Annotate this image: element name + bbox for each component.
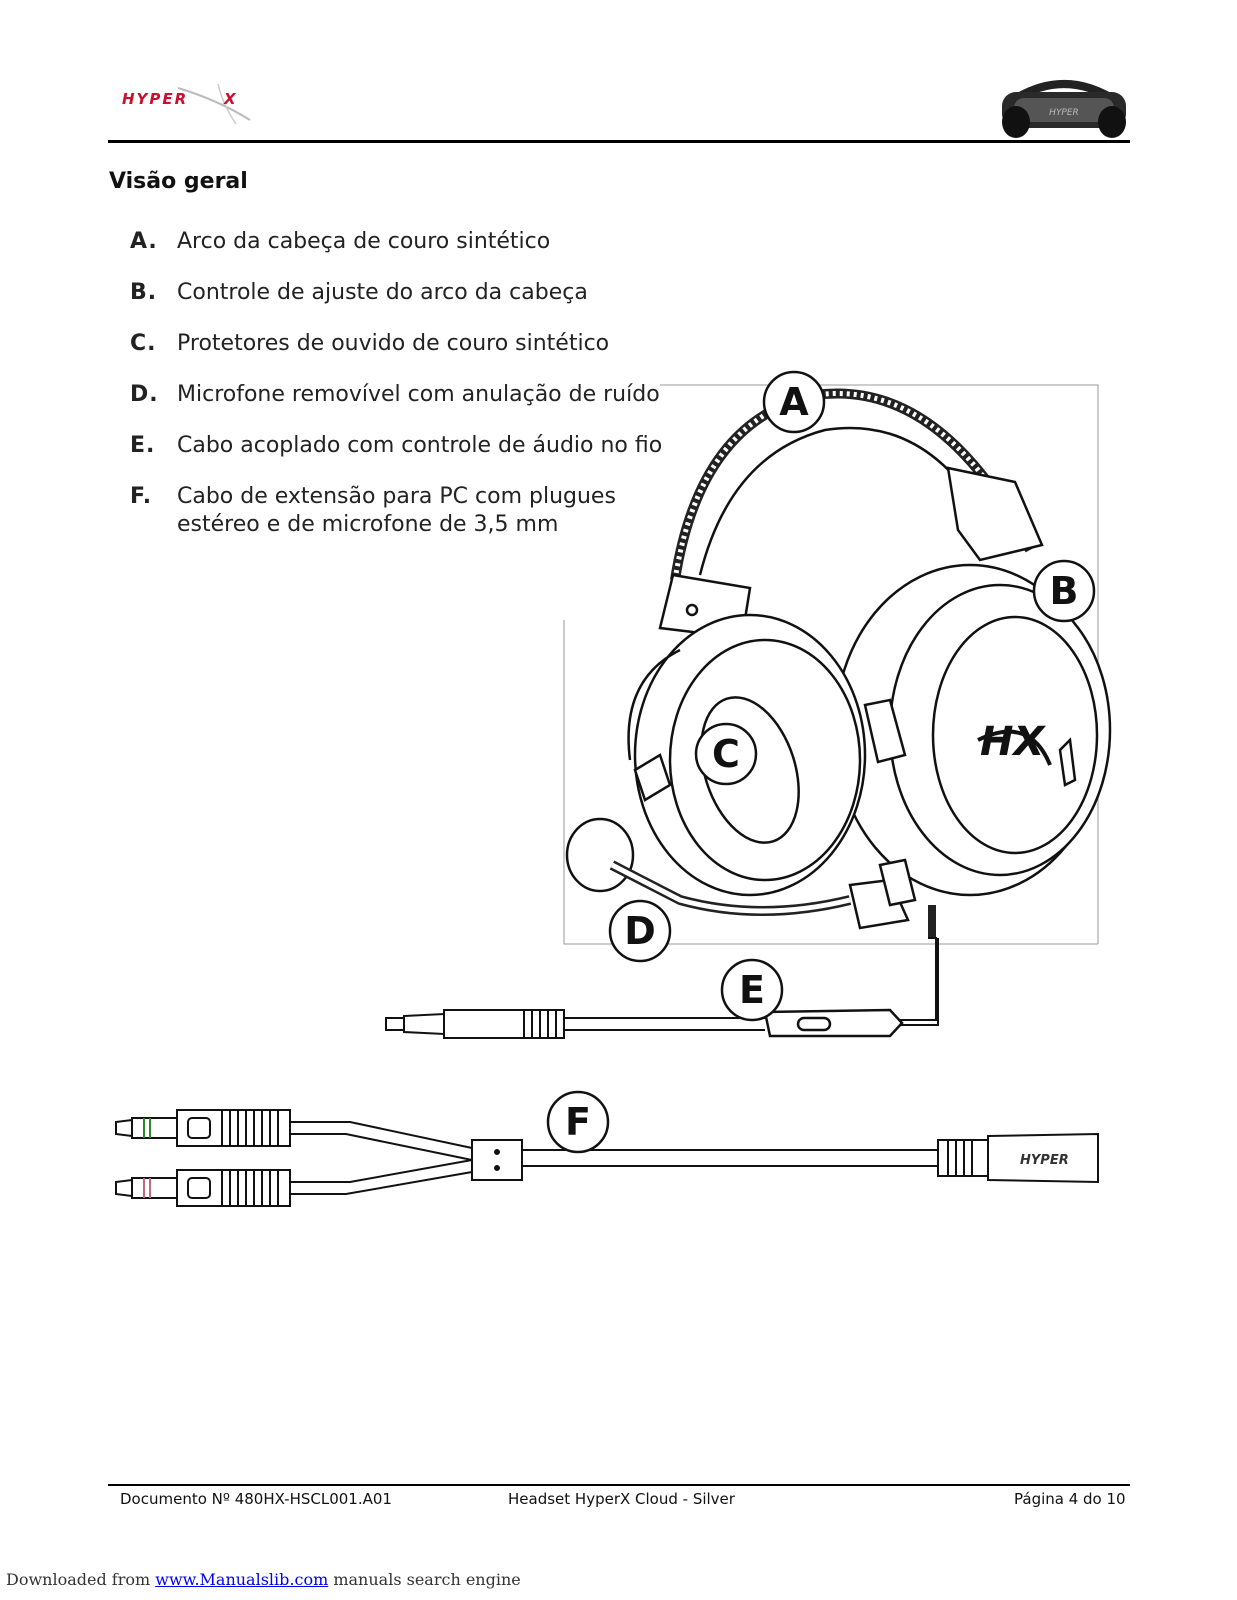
legend-text: Protetores de ouvido de couro sintético: [177, 331, 610, 356]
legend-letter: A.: [130, 229, 158, 254]
footer-page-number: Página 4 do 10: [1014, 1490, 1126, 1508]
section-title: Visão geral: [109, 169, 248, 194]
label-f-marker: F: [546, 1090, 610, 1154]
manualslib-link[interactable]: www.Manualslib.com: [155, 1570, 329, 1589]
footer-title: Headset HyperX Cloud - Silver: [508, 1490, 735, 1508]
legend-text: Cabo acoplado com controle de áudio no f…: [177, 433, 663, 458]
legend-letter: B.: [130, 280, 158, 305]
label-a-marker: A: [762, 370, 826, 434]
label-c-marker: C: [694, 722, 758, 786]
legend-letter: E.: [130, 433, 156, 458]
legend-letter: F.: [130, 484, 153, 509]
svg-text:HYPER: HYPER: [1049, 108, 1079, 118]
header-rule: [108, 140, 1130, 143]
headset-thumbnail: HYPER: [1002, 80, 1126, 138]
footer-rule: [108, 1484, 1130, 1486]
legend-text: Cabo de extensão para PC com plugues est…: [177, 484, 616, 537]
svg-text:HYPER: HYPER: [122, 90, 188, 108]
legend-text: Controle de ajuste do arco da cabeça: [177, 280, 588, 305]
legend-text: Arco da cabeça de couro sintético: [177, 229, 551, 254]
download-prefix: Downloaded from: [6, 1570, 156, 1589]
svg-text:X: X: [223, 90, 237, 108]
extension-cable-diagram: HYPER: [115, 1109, 1099, 1207]
label-b: B: [1050, 569, 1079, 613]
label-c: C: [712, 732, 740, 776]
label-d-marker: D: [608, 899, 672, 963]
label-a: A: [779, 380, 809, 424]
label-d: D: [624, 909, 656, 953]
legend-text: Microfone removível com anulação de ruíd…: [177, 382, 660, 407]
svg-text:HX: HX: [980, 719, 1046, 765]
label-e: E: [739, 968, 765, 1012]
hyperx-logo: HYPER X: [122, 83, 251, 125]
footer-doc-number: Documento Nº 480HX-HSCL001.A01: [120, 1490, 392, 1508]
headset-plug: [385, 1009, 565, 1039]
download-credit: Downloaded from www.Manualslib.com manua…: [6, 1570, 521, 1589]
label-f: F: [565, 1100, 591, 1144]
legend-letter: C.: [130, 331, 157, 356]
svg-text:HYPER: HYPER: [1020, 1153, 1069, 1168]
legend-letter: D.: [130, 382, 159, 407]
label-e-marker: E: [720, 958, 784, 1022]
label-b-marker: B: [1032, 559, 1096, 623]
download-suffix: manuals search engine: [328, 1570, 521, 1589]
